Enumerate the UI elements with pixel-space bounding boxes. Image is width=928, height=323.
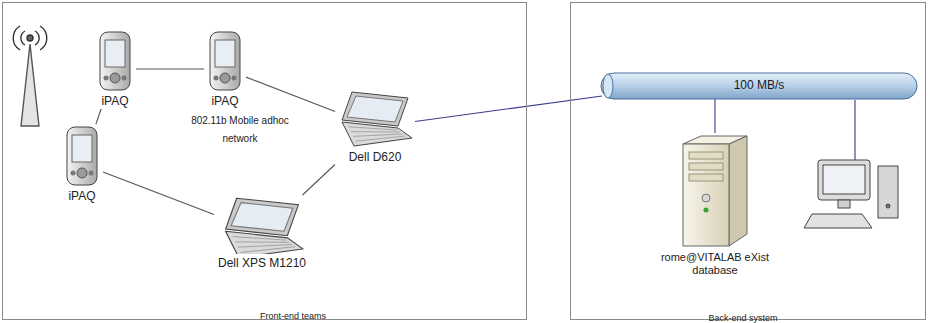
pda-device: iPAQ xyxy=(95,30,135,108)
pda-icon xyxy=(62,125,102,187)
device-label: iPAQ xyxy=(68,189,95,203)
server-icon xyxy=(675,134,755,249)
pda-icon xyxy=(95,30,135,92)
network-link xyxy=(136,68,204,69)
laptop-icon xyxy=(219,196,305,254)
network-bus: 100 MB/s xyxy=(600,72,918,100)
network-link xyxy=(103,172,214,215)
bandwidth-label: 100 MB/s xyxy=(600,78,918,92)
laptop-device: Dell XPS M1210 xyxy=(215,196,309,270)
network-link xyxy=(246,77,335,111)
device-label: iPAQ xyxy=(211,94,238,108)
network-link xyxy=(415,96,602,122)
panel-heading-wrap: Front-end teams xyxy=(260,305,326,323)
laptop-device: Dell D620 xyxy=(336,90,414,164)
network-label: 802.11b Mobile adhoc network xyxy=(191,115,289,144)
system-panel: Front-end teams iPAQ iPAQ iPAQ Dell D620Dell… xyxy=(2,2,527,320)
panel-heading-wrap: Back-end system xyxy=(708,307,777,323)
pc-network-wire xyxy=(854,100,855,160)
antenna-icon xyxy=(13,26,47,126)
database-server: rome@VITALAB eXist database xyxy=(657,134,773,277)
pda-device: iPAQ xyxy=(205,30,245,108)
desktop-pc-icon xyxy=(804,160,898,228)
device-label: rome@VITALAB eXist database xyxy=(660,251,770,277)
device-label: Dell D620 xyxy=(349,150,402,164)
device-label: Dell XPS M1210 xyxy=(218,256,306,270)
network-link xyxy=(96,109,101,124)
laptop-icon xyxy=(336,90,414,148)
panel-heading: Back-end system xyxy=(708,313,777,323)
pda-device: iPAQ xyxy=(62,125,102,203)
network-label-wrap: 802.11b Mobile adhoc network xyxy=(184,110,296,146)
device-label: iPAQ xyxy=(101,94,128,108)
pda-icon xyxy=(205,30,245,92)
network-link xyxy=(714,99,715,133)
panel-heading: Front-end teams xyxy=(260,311,326,321)
system-panel: Back-end system 100 MB/s rome@VITALAB eXis… xyxy=(570,2,926,320)
network-link xyxy=(303,165,335,195)
